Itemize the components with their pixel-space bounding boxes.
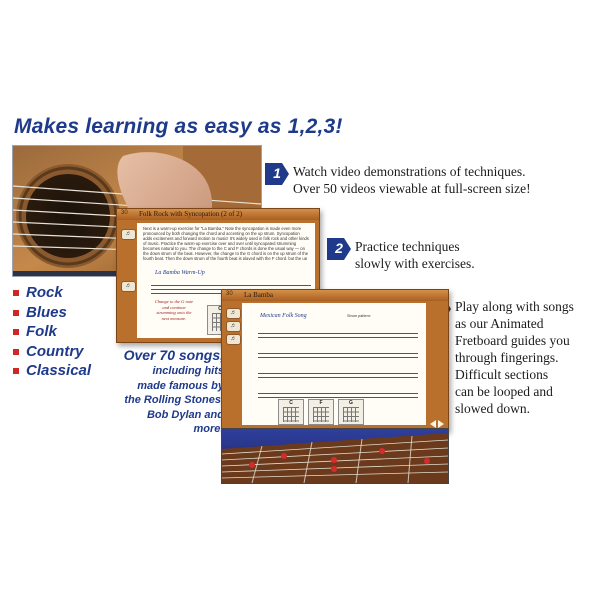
headline: Makes learning as easy as 1,2,3!: [14, 115, 343, 138]
speaker-icon[interactable]: ♬: [226, 321, 241, 332]
speaker-icon[interactable]: ♬: [121, 229, 136, 240]
genre-item: Folk: [12, 322, 91, 342]
songs-blurb: Over 70 songs, including hits made famou…: [123, 347, 224, 435]
song-screen: 30 La Bamba ♬ ♬ ♬ Mexican Folk Song Stru…: [221, 289, 449, 431]
chord-diagram: C: [278, 399, 304, 425]
song-title: Mexican Folk Song: [260, 313, 307, 319]
genre-item: Country: [12, 342, 91, 362]
chord-diagram: G: [338, 399, 364, 425]
chord-diagram: F: [308, 399, 334, 425]
genre-item: Blues: [12, 303, 91, 323]
speaker-icon[interactable]: ♬: [226, 308, 241, 319]
song-screen-titlebar: 30 La Bamba: [222, 290, 448, 301]
strum-pattern-label: Strum pattern:: [347, 314, 372, 318]
genre-item: Rock: [12, 283, 91, 303]
speaker-icon[interactable]: ♬: [121, 281, 136, 292]
prev-next-arrows-icon[interactable]: [428, 416, 446, 428]
speaker-icon[interactable]: ♬: [226, 334, 241, 345]
exercise-paragraph: Next is a warm-up exercise for "La Bamba…: [143, 226, 309, 260]
step-2-text: Practice techniques slowly with exercise…: [355, 239, 475, 271]
step-3-text: Play along with songs as our Animated Fr…: [455, 299, 574, 416]
fretboard-image: [222, 429, 448, 483]
animated-fretboard: [221, 428, 449, 484]
arrow-badge-icon: 2: [327, 238, 351, 260]
arrow-badge-icon: 1: [265, 163, 289, 185]
warmup-title: La Bamba Warm-Up: [155, 270, 205, 276]
step-1-text: Watch video demonstrations of techniques…: [293, 164, 531, 196]
song-page: Mexican Folk Song Strum pattern: C F G: [242, 303, 426, 425]
exercise-screen-titlebar: 30 Folk Rock with Syncopation (2 of 2): [117, 209, 319, 220]
genre-item: Classical: [12, 361, 91, 381]
genre-list: Rock Blues Folk Country Classical: [12, 283, 91, 381]
chord-change-note: Change to the G note and continue strumm…: [154, 299, 194, 321]
